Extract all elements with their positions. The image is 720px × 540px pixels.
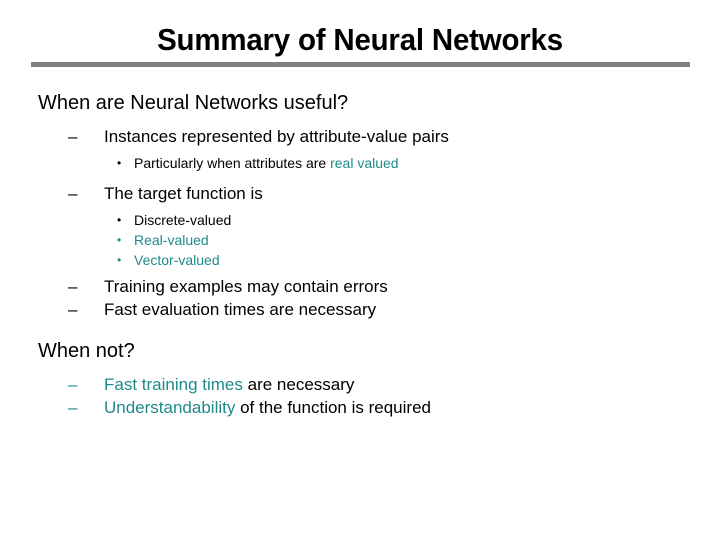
bullet-fast-evaluation-label: Fast evaluation times are necessary xyxy=(104,300,377,319)
bullet-fast-training-tail: are necessary xyxy=(242,375,355,394)
page-title: Summary of Neural Networks xyxy=(157,22,563,57)
spacer xyxy=(0,116,720,125)
spacer xyxy=(0,321,720,338)
dash-marker-icon: – xyxy=(68,398,78,417)
bullet-fast-training-highlight: Fast training times xyxy=(104,375,243,394)
bullet-target-function: – The target function is xyxy=(68,182,720,205)
subbullet-vector-valued-label: Vector-valued xyxy=(134,252,220,268)
spacer xyxy=(0,364,720,373)
subbullet-particularly: • Particularly when attributes are real … xyxy=(117,153,720,173)
dot-marker-icon: • xyxy=(117,156,122,170)
bullet-understandability-tail: of the function is required xyxy=(235,398,431,417)
subbullet-real-valued: • Real-valued xyxy=(117,230,720,250)
dash-marker-icon: – xyxy=(68,375,78,394)
dot-marker-icon: • xyxy=(117,253,122,267)
bullet-training-errors: – Training examples may contain errors xyxy=(68,275,720,298)
bullet-fast-training: – Fast training times are necessary xyxy=(68,373,720,396)
section-heading-when-not: When not? xyxy=(38,340,135,362)
dot-marker-icon: • xyxy=(117,233,122,247)
subbullet-vector-valued: • Vector-valued xyxy=(117,250,720,270)
section-heading-useful: When are Neural Networks useful? xyxy=(38,92,349,114)
bullet-fast-evaluation: – Fast evaluation times are necessary xyxy=(68,298,720,321)
subbullet-particularly-lead: Particularly when attributes are xyxy=(134,155,331,171)
dot-marker-icon: • xyxy=(117,213,122,227)
subbullet-real-valued-label: Real-valued xyxy=(134,232,209,248)
subbullet-discrete-valued: • Discrete-valued xyxy=(117,210,720,230)
bullet-training-errors-label: Training examples may contain errors xyxy=(104,277,388,296)
dash-marker-icon: – xyxy=(68,184,78,203)
dash-marker-icon: – xyxy=(68,300,78,319)
dash-marker-icon: – xyxy=(68,127,78,146)
subbullet-particularly-highlight: real valued xyxy=(330,155,399,171)
bullet-understandability: – Understandability of the function is r… xyxy=(68,396,720,419)
bullet-instances-label: Instances represented by attribute-value… xyxy=(104,127,449,146)
bullet-understandability-highlight: Understandability xyxy=(104,398,236,417)
bullet-target-function-label: The target function is xyxy=(104,184,263,203)
title-divider-rule xyxy=(31,62,690,67)
spacer xyxy=(0,173,720,182)
slide-body: When are Neural Networks useful? – Insta… xyxy=(0,90,720,419)
dash-marker-icon: – xyxy=(68,277,78,296)
subbullet-discrete-valued-label: Discrete-valued xyxy=(134,212,232,228)
bullet-instances: – Instances represented by attribute-val… xyxy=(68,125,720,148)
title-block: Summary of Neural Networks xyxy=(0,22,720,58)
